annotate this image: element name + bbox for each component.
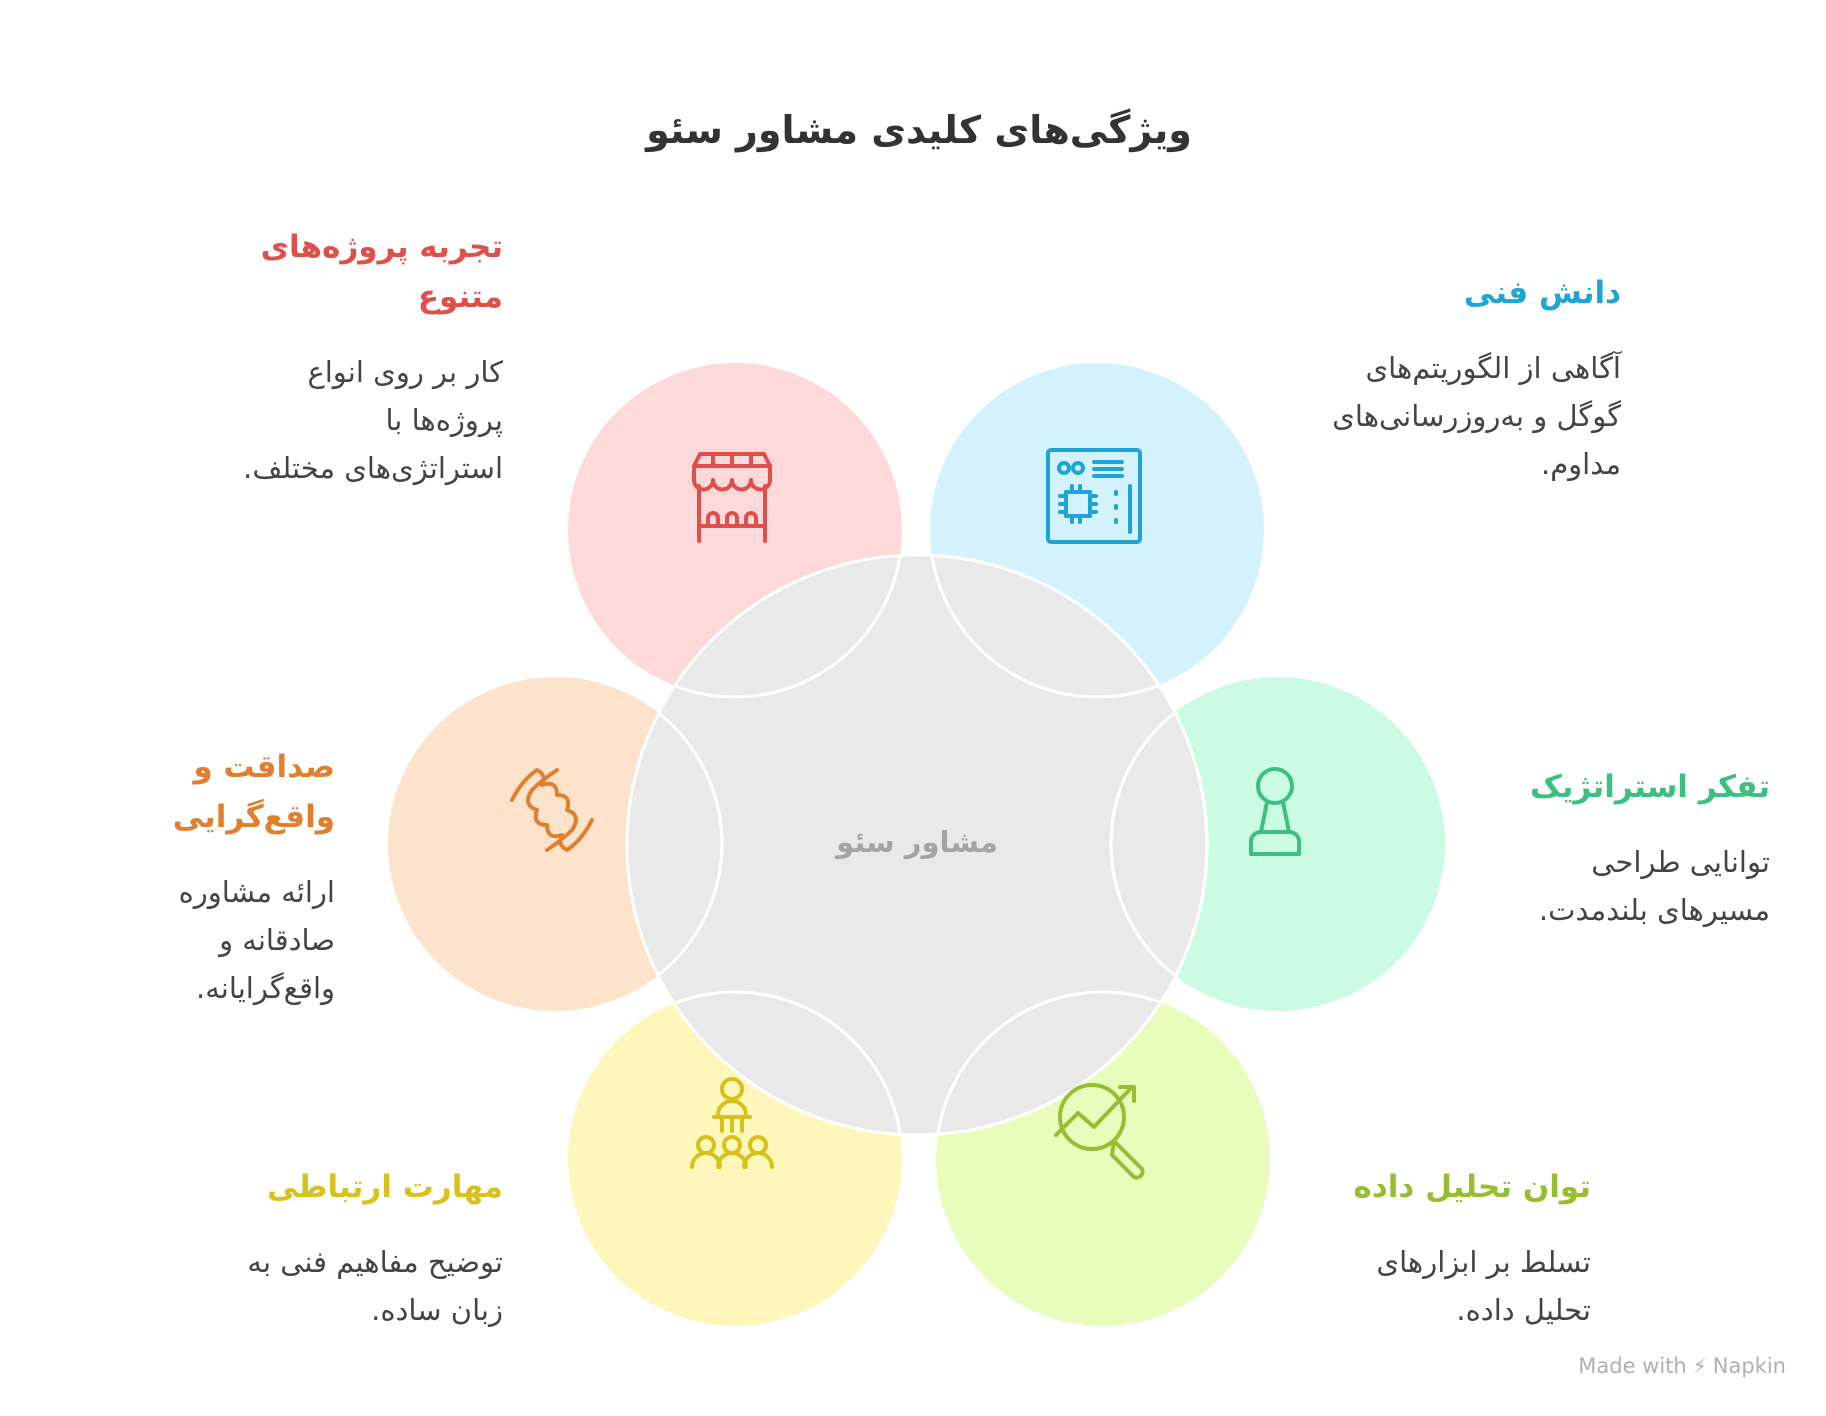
analytics-magnifier-icon [1054,1083,1145,1180]
petal-overlap-arc [1109,675,1207,1013]
item-heading: صداقت و واقع‌گرایی [172,749,335,835]
processor-chip-icon [1046,448,1142,544]
petal-overlap-arc [627,555,904,699]
item-technical-knowledge: دانش فنی آگاهی از الگوریتم‌های گوگل و به… [1331,268,1621,488]
item-body: آگاهی از الگوریتم‌های گوگل و به‌روزرسانی… [1332,351,1621,481]
center-label: مشاور سئو [836,825,998,859]
made-with-text: Made with [1578,1354,1687,1378]
item-heading: مهارت ارتباطی [266,1169,503,1205]
item-body: کار بر روی انواع پروژه‌ها با استراتژی‌ها… [243,355,503,485]
petal-overlap-arc [934,990,1207,1135]
item-body: توانایی طراحی مسیرهای بلندمدت. [1538,845,1770,927]
napkin-logo-icon: ⚡ [1692,1354,1707,1378]
item-body: توضیح مفاهیم فنی به زبان ساده. [247,1245,503,1327]
item-body: تسلط بر ابزارهای تحلیل داده. [1376,1245,1591,1327]
page-title: ویژگی‌های کلیدی مشاور سئو [646,108,1192,152]
item-strategic-thinking: تفکر استراتژیک توانایی طراحی مسیرهای بلن… [1500,762,1770,934]
chess-pawn-icon [1249,767,1301,856]
storefront-icon [692,452,772,543]
item-diverse-projects: تجربه پروژه‌های متنوع کار بر روی انواع پ… [243,222,503,492]
napkin-brand: Napkin [1712,1354,1786,1378]
item-heading: دانش فنی [1463,275,1621,311]
handshake-icon [510,768,594,852]
made-with-napkin[interactable]: Made with ⚡ Napkin [1578,1354,1786,1378]
item-communication: مهارت ارتباطی توضیح مفاهیم فنی به زبان س… [193,1162,503,1334]
item-data-analysis: توان تحلیل داده تسلط بر ابزارهای تحلیل د… [1331,1162,1591,1334]
petal-overlap-arc [928,555,1207,699]
item-heading: توان تحلیل داده [1353,1169,1591,1205]
petal-overlap-arc [627,675,724,1013]
item-heading: تفکر استراتژیک [1529,769,1770,805]
petal-overlap-arc [627,990,904,1135]
presenter-audience-icon [690,1077,774,1169]
item-heading: تجربه پروژه‌های متنوع [260,229,503,315]
item-body: ارائه مشاوره صادقانه و واقع‌گرایانه. [178,875,335,1005]
center-circle [627,555,1207,1135]
item-honesty: صداقت و واقع‌گرایی ارائه مشاوره صادقانه … [45,742,335,1012]
